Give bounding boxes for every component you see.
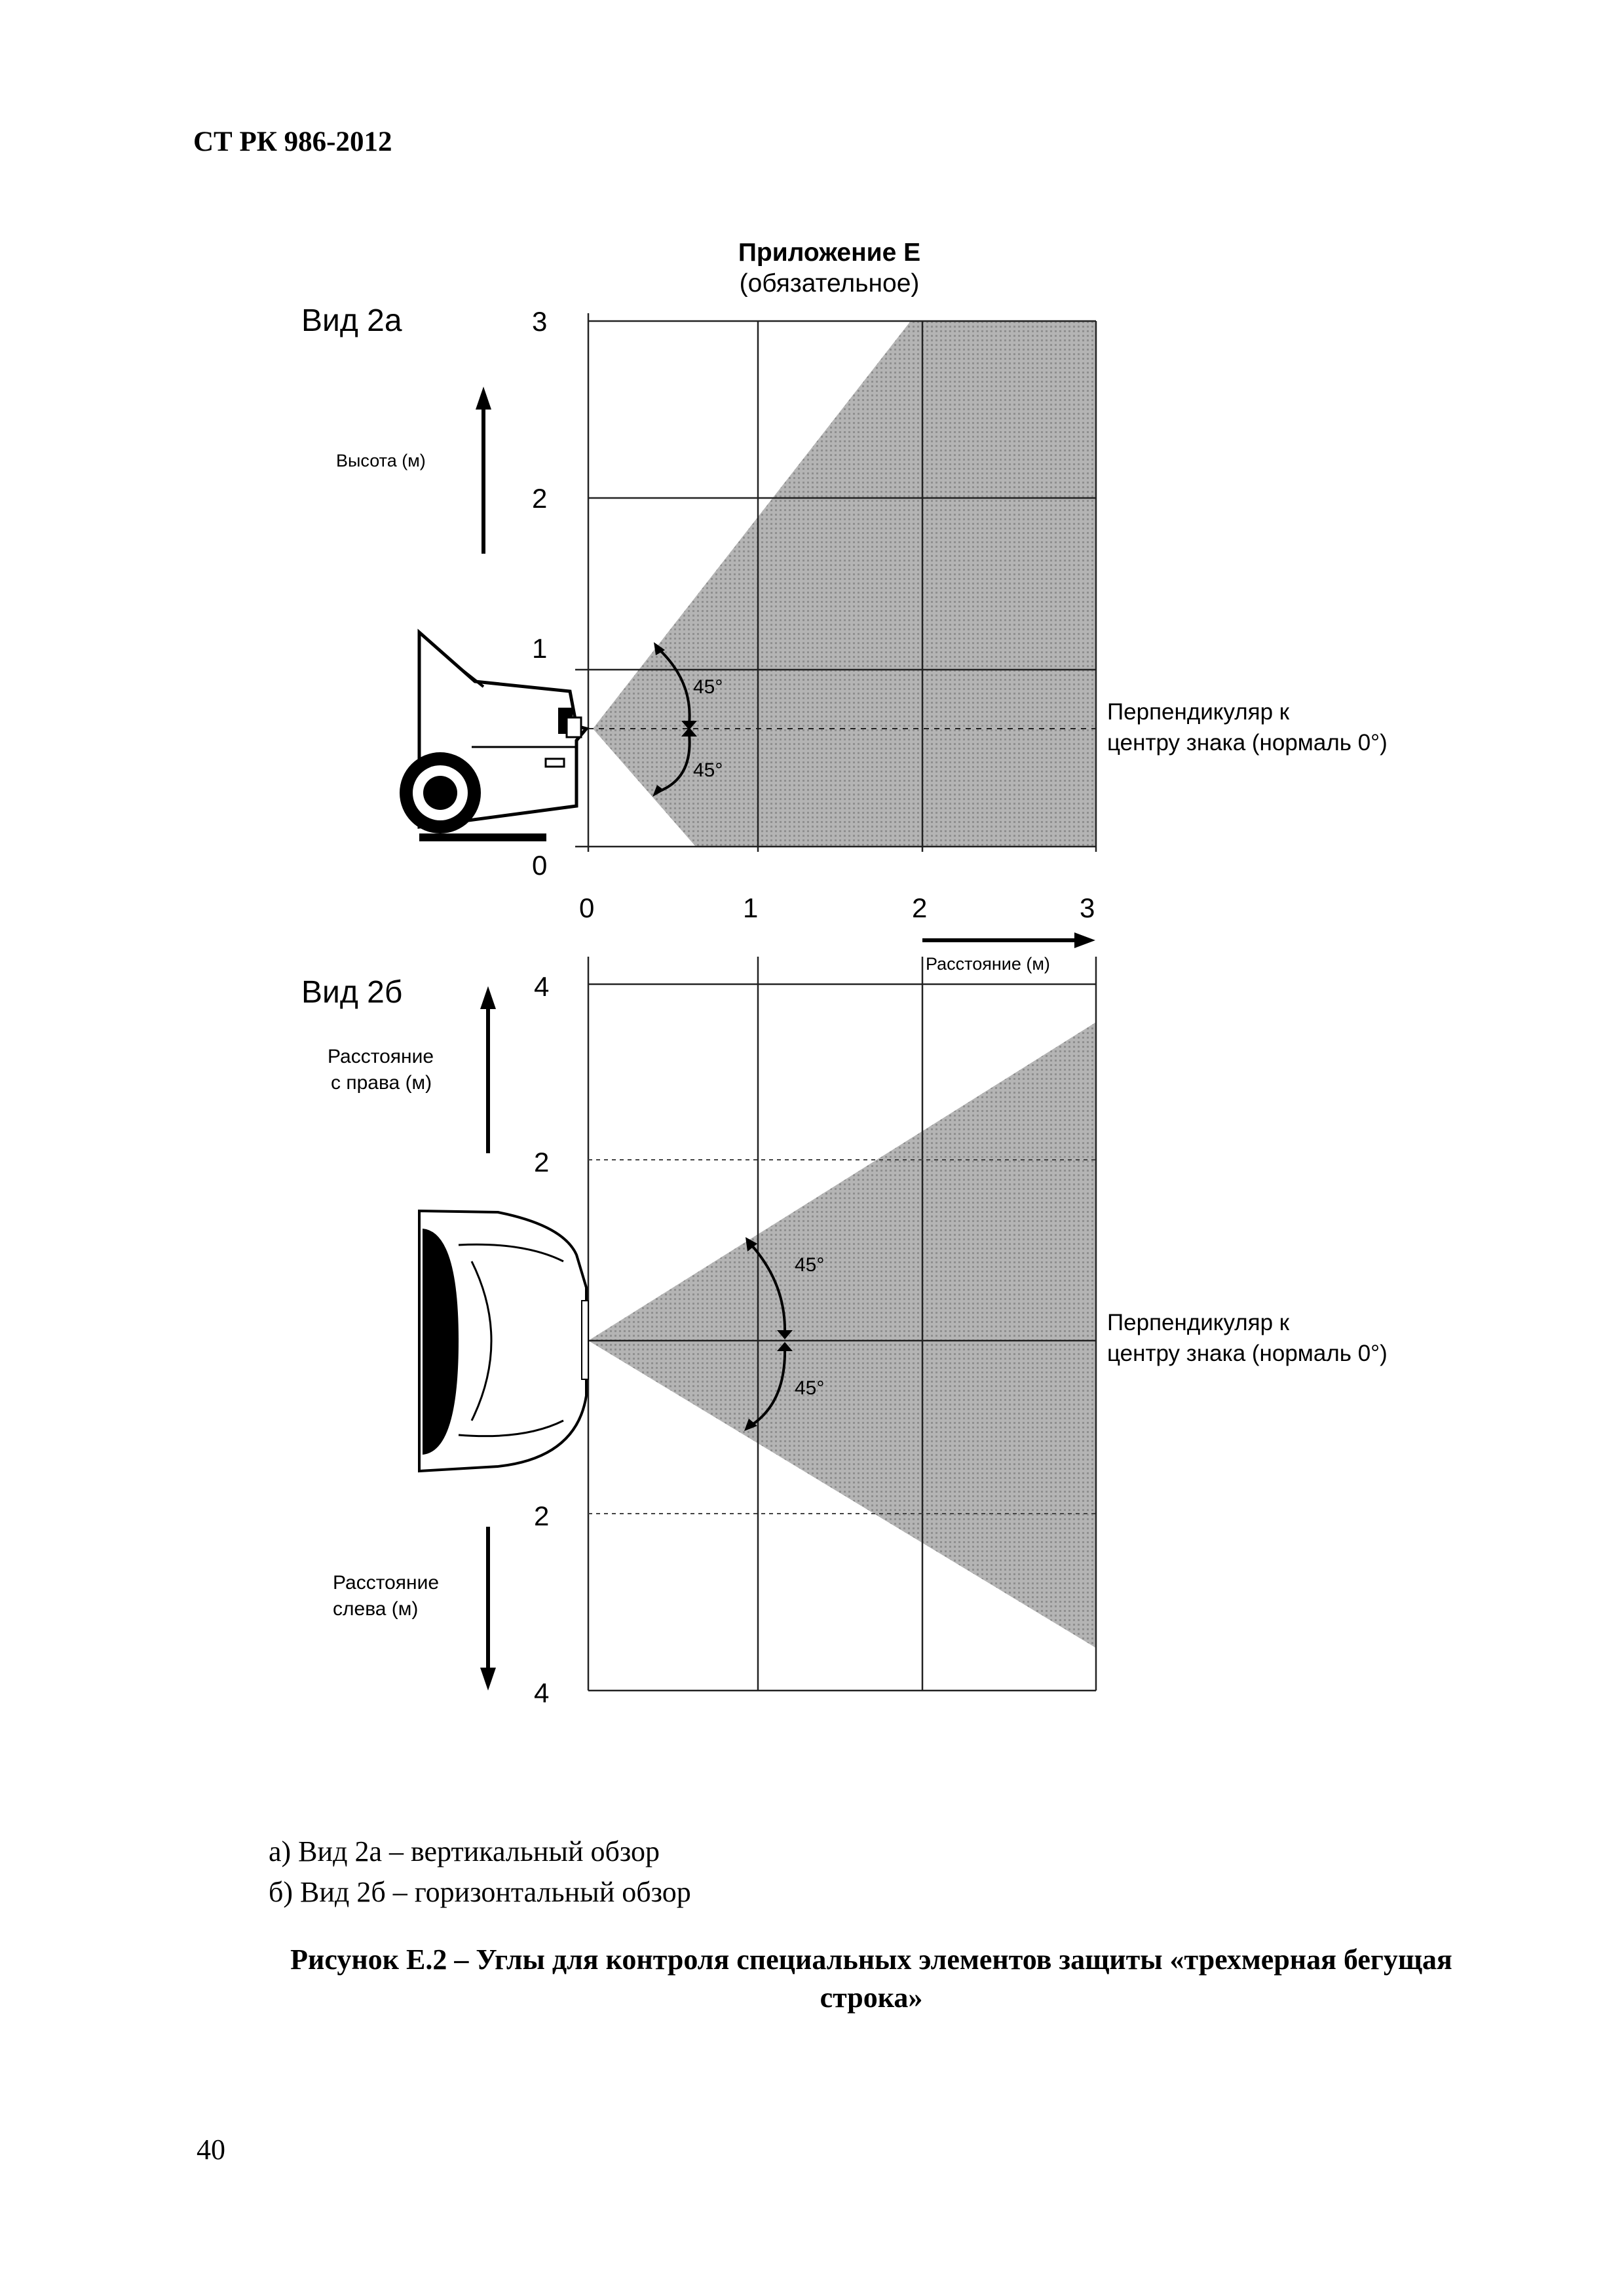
view-2a-y-tick-2: 2 (532, 483, 547, 514)
view-2b-y-tick-4-bottom: 4 (534, 1677, 549, 1708)
view-2a-right-arrow-head (1074, 932, 1095, 948)
view-2b-up-arrow-head (480, 986, 496, 1009)
view-2b-angle-top: 45° (795, 1254, 824, 1276)
view-2a-grid (575, 313, 1097, 852)
view-2a-y-axis-label: Высота (м) (336, 451, 426, 470)
view-2a-x-tick-1: 1 (743, 892, 758, 923)
view-2a-normal-label-line1: Перпендикуляр к (1107, 699, 1290, 725)
view-2a-y-tick-0: 0 (532, 850, 547, 881)
figure-caption: Рисунок Е.2 – Углы для контроля специаль… (290, 1943, 1452, 2014)
view-2b-diagram: Вид 2б 4 2 0 2 4 Расстояние с права (м (301, 957, 1388, 1708)
view-2a-y-tick-1: 1 (532, 633, 547, 664)
view-2a-angle-arc-bottom (658, 733, 691, 793)
view-2a-diagram: Вид 2а 3 2 1 0 0 1 2 (301, 303, 1388, 974)
view-2a-x-tick-0: 0 (579, 892, 594, 923)
view-2b-arc-head-top (746, 1237, 757, 1252)
view-2b-angle-arc-top (750, 1244, 787, 1335)
caption-view-a: а) Вид 2а – вертикальный обзор (269, 1835, 660, 1867)
view-2a-x-tick-2: 2 (912, 892, 927, 923)
document-code: СТ РК 986-2012 (193, 126, 392, 157)
view-2a-arc-head-top (654, 642, 665, 655)
view-2a-arc-head-mid-top (681, 721, 697, 730)
view-2b-arc-head-mid-top (777, 1330, 793, 1339)
page-number: 40 (197, 2133, 225, 2166)
view-2b-normal-label-line2: центру знака (нормаль 0°) (1107, 1341, 1388, 1366)
appendix-subtitle: (обязательное) (740, 269, 920, 297)
caption-view-b: б) Вид 2б – горизонтальный обзор (269, 1876, 691, 1908)
view-2b-y-tick-2-top: 2 (534, 1147, 549, 1177)
view-2a-label: Вид 2а (301, 303, 402, 338)
figure-e2: Приложение Е (обязательное) Вид 2а 3 2 (301, 239, 1388, 1708)
view-2a-x-axis-label: Расстояние (м) (926, 954, 1050, 974)
view-2a-arc-head-mid-bottom (681, 727, 697, 737)
car-top-view-icon (418, 1209, 589, 1473)
view-2b-angle-bottom: 45° (795, 1377, 824, 1399)
view-2b-normal-label-line1: Перпендикуляр к (1107, 1310, 1290, 1335)
view-2b-angle-arc-bottom (750, 1347, 787, 1426)
view-2a-angle-bottom: 45° (693, 759, 723, 781)
view-2b-viewing-zone (588, 1022, 1096, 1648)
view-2b-grid (587, 957, 1097, 1692)
car-side-view-icon (400, 628, 590, 841)
view-2a-up-arrow-head (476, 387, 491, 410)
view-2b-y-axis-label-top-line1: Расстояние (328, 1046, 434, 1067)
view-2a-viewing-zone (593, 321, 1096, 847)
view-2a-angle-top: 45° (693, 676, 723, 698)
view-2b-y-axis-label-top-line2: с права (м) (331, 1072, 432, 1094)
view-2a-y-tick-3: 3 (532, 306, 547, 337)
appendix-title: Приложение Е (738, 239, 920, 267)
view-2a-angle-arc-top (657, 647, 691, 725)
view-2b-arc-head-mid-bottom (777, 1342, 793, 1351)
view-2a-arc-head-bottom (652, 785, 664, 797)
view-2b-y-tick-4-top: 4 (534, 971, 549, 1002)
view-2b-y-axis-label-bottom-line1: Расстояние (333, 1572, 439, 1594)
view-2b-y-tick-2-bottom: 2 (534, 1501, 549, 1531)
view-2b-label: Вид 2б (301, 975, 402, 1010)
view-2b-arc-head-bottom (744, 1419, 757, 1431)
view-2b-down-arrow-head (480, 1668, 496, 1691)
view-2a-x-tick-3: 3 (1080, 892, 1095, 923)
view-2b-y-axis-label-bottom-line2: слева (м) (333, 1598, 418, 1620)
view-2a-normal-label-line2: центру знака (нормаль 0°) (1107, 730, 1388, 756)
